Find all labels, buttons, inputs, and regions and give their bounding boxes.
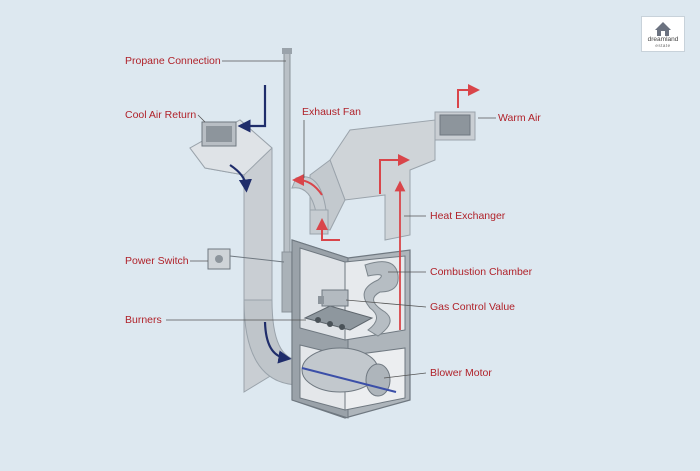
leader-cool-air bbox=[197, 114, 206, 123]
cool-air-return-arrow bbox=[263, 321, 292, 364]
dreamland-logo: dreamland estate bbox=[641, 16, 685, 52]
exhaust-arrow bbox=[292, 174, 323, 196]
blower-motor bbox=[301, 347, 397, 397]
power-switch-box bbox=[207, 248, 285, 270]
label-heat-exchanger: Heat Exchanger bbox=[430, 210, 506, 222]
label-exhaust-fan: Exhaust Fan bbox=[302, 106, 361, 118]
leader-gas-control bbox=[345, 299, 427, 308]
label-burners: Burners bbox=[125, 314, 162, 326]
house-icon bbox=[655, 22, 671, 36]
propane-pipe bbox=[281, 48, 293, 313]
label-blower-motor: Blower Motor bbox=[430, 367, 492, 379]
label-power-switch: Power Switch bbox=[125, 255, 189, 267]
leader-lines bbox=[166, 60, 496, 379]
burners-assembly bbox=[303, 305, 374, 331]
label-warm-air: Warm Air bbox=[498, 112, 541, 124]
leader-blower bbox=[383, 372, 427, 379]
airflow-arrows bbox=[229, 84, 480, 364]
cool-air-down-arrow bbox=[229, 164, 252, 193]
label-cool-air-return: Cool Air Return bbox=[125, 109, 197, 121]
cool-air-inflow-arrow bbox=[237, 85, 267, 133]
gas-control-valve bbox=[318, 289, 349, 307]
logo-subtitle: estate bbox=[655, 43, 671, 48]
warm-air-duct-arrow bbox=[379, 154, 410, 194]
label-gas-control-value: Gas Control Value bbox=[430, 301, 516, 313]
label-combustion-chamber: Combustion Chamber bbox=[430, 266, 533, 278]
warm-air-out-arrow bbox=[457, 84, 480, 108]
combustion-chamber bbox=[363, 261, 399, 337]
label-propane-connection: Propane Connection bbox=[125, 55, 221, 67]
logo-name: dreamland bbox=[647, 36, 679, 43]
cool-air-return-grille bbox=[201, 121, 237, 147]
warm-air-grille bbox=[439, 114, 471, 136]
exhaust-rise-arrow bbox=[316, 218, 340, 241]
